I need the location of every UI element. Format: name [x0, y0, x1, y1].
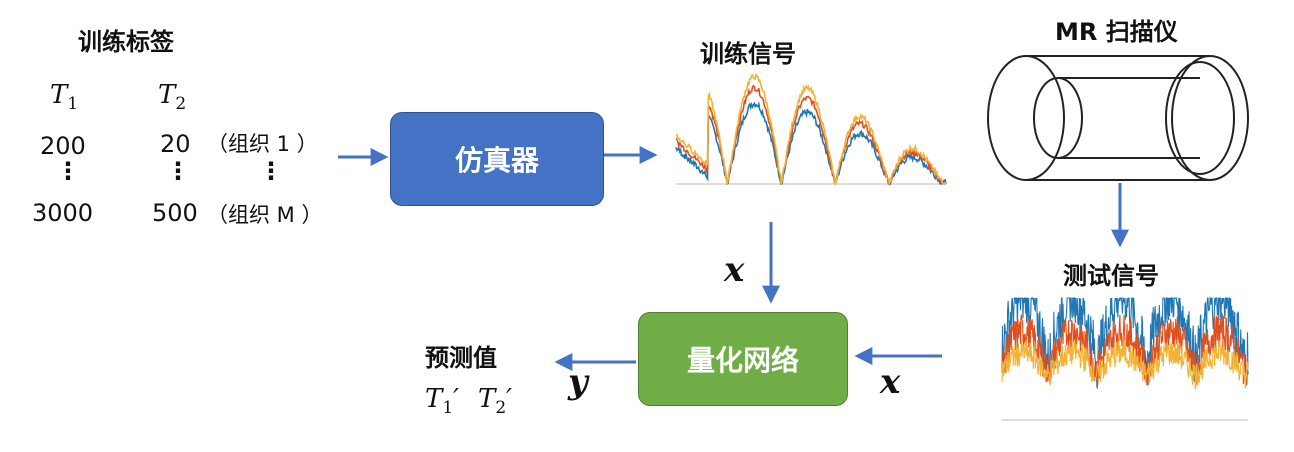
mr-scanner-icon: [987, 55, 1249, 181]
train-signal-title: 训练信号: [700, 40, 796, 68]
x-variable-left: x: [880, 362, 901, 402]
t1-prime-label: T1′: [425, 384, 460, 419]
train-curve-blue: [675, 100, 947, 186]
tissue-m-label: （组织 M ）: [207, 203, 323, 227]
simulator-box: 仿真器: [390, 112, 604, 206]
quantification-network-box: 量化网络: [638, 312, 848, 406]
train-labels-title: 训练标签: [78, 28, 174, 56]
tissue-ellipsis: ⋮: [259, 157, 283, 185]
prediction-title: 预测值: [425, 344, 497, 372]
t2-max-value: 500: [152, 199, 198, 227]
train-curve-yellow: [675, 72, 947, 187]
t1-min-value: 200: [40, 132, 86, 160]
t2-ellipsis: ⋮: [166, 157, 190, 185]
test-signal-title: 测试信号: [1063, 262, 1159, 290]
t2-min-value: 20: [160, 130, 191, 158]
train-curve-orange: [675, 84, 947, 185]
test-signal-plot: [1001, 295, 1249, 421]
tissue-1-label: （组织 1 ）: [207, 132, 318, 156]
x-variable-down: x: [724, 250, 745, 290]
t1-max-value: 3000: [32, 199, 94, 227]
t2-label: T2: [158, 80, 187, 115]
t1-label: T1: [50, 80, 79, 115]
test-curve-blue: [1001, 295, 1249, 390]
scanner-title: MR 扫描仪: [1055, 18, 1178, 46]
y-variable: y: [568, 362, 588, 402]
t2-prime-label: T2′: [478, 384, 513, 419]
train-signal-plot: [675, 72, 947, 187]
test-curve-yellow: [1001, 338, 1249, 390]
t1-ellipsis: ⋮: [56, 157, 80, 185]
